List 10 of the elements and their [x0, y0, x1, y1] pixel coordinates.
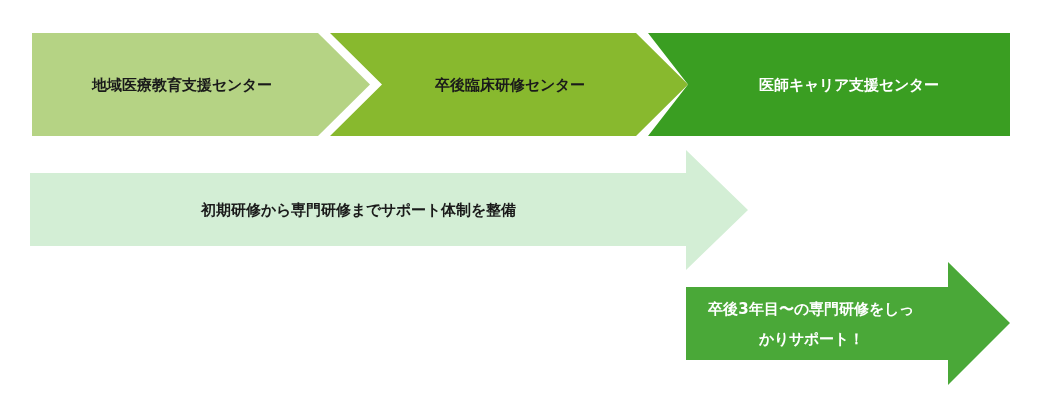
arrow-banner — [686, 262, 1010, 385]
arrow-banner — [30, 150, 748, 270]
step-label: 卒後臨床研修センター — [434, 74, 586, 96]
chevron-step — [330, 33, 688, 136]
chevron-step — [32, 33, 370, 136]
step-label: 医師キャリア支援センター — [758, 74, 940, 96]
step-label: 初期研修から専門研修までサポート体制を整備 — [199, 199, 517, 221]
step-label: 卒後3年目〜の専門研修をしっかりサポート！ — [707, 298, 915, 350]
step-label: 地域医療教育支援センター — [90, 74, 273, 96]
chevron-step — [648, 33, 1010, 136]
